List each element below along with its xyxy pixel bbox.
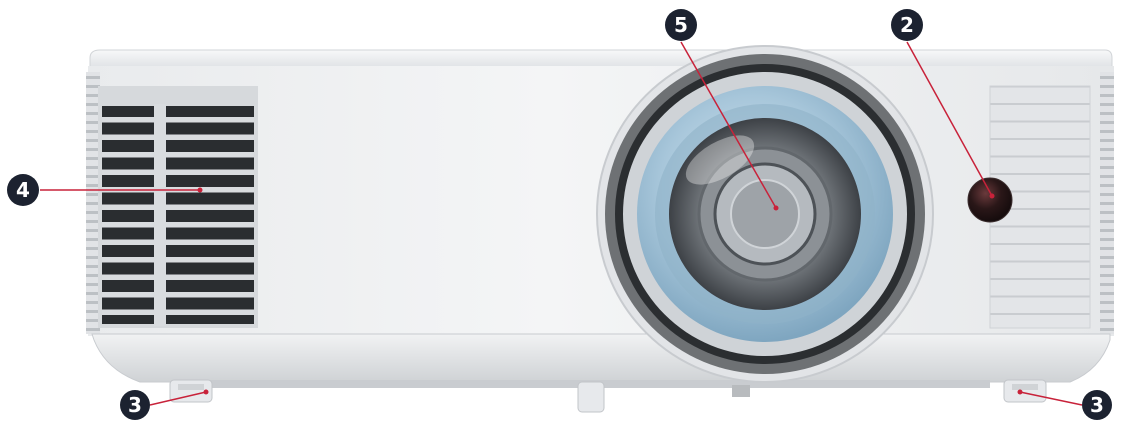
leader-dot-3-right <box>1018 390 1023 395</box>
callout-4-marker: 4 <box>7 174 39 206</box>
adjuster-foot-right <box>1004 380 1046 402</box>
leader-dot-4 <box>198 188 203 193</box>
adjuster-foot-center <box>578 382 604 412</box>
callout-3-left-label: 3 <box>128 393 142 417</box>
callout-2-label: 2 <box>900 13 914 37</box>
left-side-ribs <box>86 72 100 334</box>
callout-4-label: 4 <box>16 178 30 202</box>
projector-top-lid <box>90 50 1112 68</box>
callout-5-marker: 5 <box>665 9 697 41</box>
callout-3-right-marker: 3 <box>1082 390 1112 420</box>
ir-sensor <box>968 178 1012 222</box>
callout-5-label: 5 <box>674 13 688 37</box>
leader-dot-3-left <box>204 390 209 395</box>
projection-lens <box>597 46 933 382</box>
callout-3-left-marker: 3 <box>120 390 150 420</box>
right-side-ribs <box>1100 72 1114 334</box>
leader-dot-2 <box>990 194 995 199</box>
leader-dot-5 <box>774 206 779 211</box>
projector-base <box>92 334 1110 382</box>
left-vent-grille <box>98 86 258 328</box>
callout-3-right-label: 3 <box>1090 393 1104 417</box>
callout-2-marker: 2 <box>891 9 923 41</box>
